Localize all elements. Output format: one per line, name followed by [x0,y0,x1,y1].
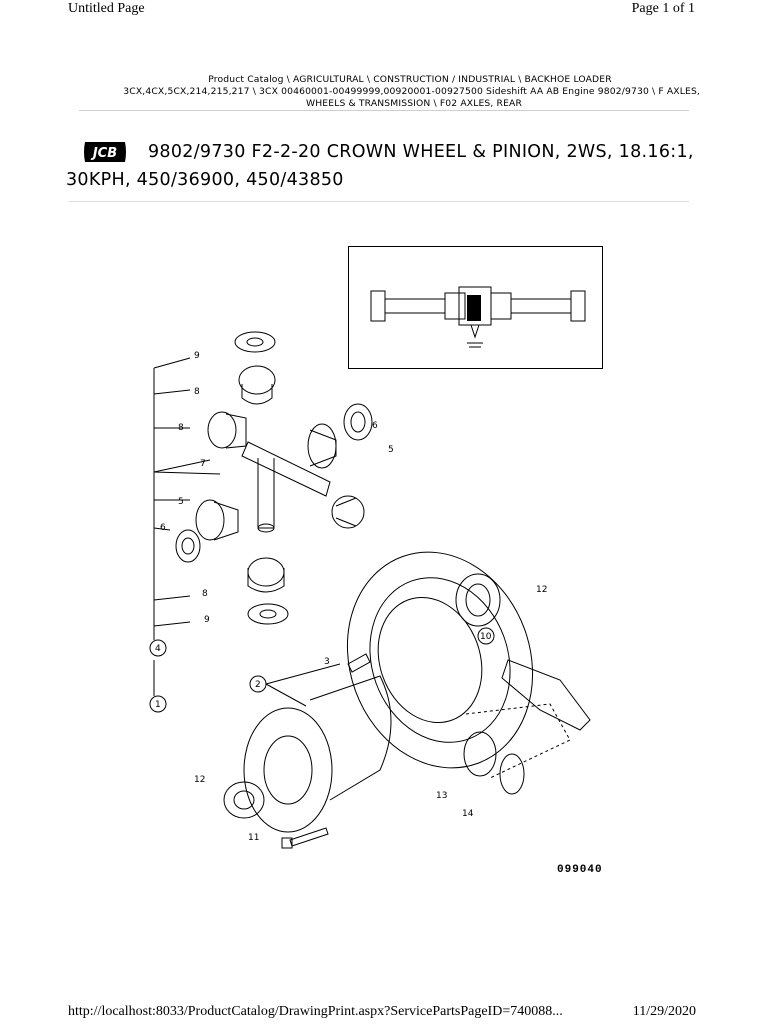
divider-top [79,110,689,111]
callout-6a: 6 [372,421,378,431]
callout-6b: 6 [160,523,166,533]
callout-8c: 8 [202,589,208,599]
callout-4: 4 [155,644,161,654]
window-title: Untitled Page [68,1,145,16]
callout-7: 7 [200,459,206,469]
callout-9b: 9 [204,615,210,625]
callout-1: 1 [155,700,161,710]
breadcrumb-line-3: WHEELS & TRANSMISSION \ F02 AXLES, REAR [306,98,522,109]
page-indicator: Page 1 of 1 [631,1,695,16]
callout-9a: 9 [194,351,200,361]
footer-date: 11/29/2020 [632,1004,696,1019]
callout-12b: 12 [194,775,205,785]
jcb-logo: JCB [84,142,126,162]
divider-title [69,201,689,202]
callout-8b: 8 [178,423,184,433]
callout-11: 11 [248,833,259,843]
callout-13: 13 [436,791,447,801]
callout-5b: 5 [388,445,394,455]
callout-8a: 8 [194,387,200,397]
footer-url: http://localhost:8033/ProductCatalog/Dra… [68,1004,563,1019]
breadcrumb-line-2: 3CX,4CX,5CX,214,215,217 \ 3CX 00460001-0… [123,86,700,97]
callout-2: 2 [255,680,261,690]
axle-location-inset [348,246,603,369]
callout-5a: 5 [178,497,184,507]
drawing-number: 099040 [557,864,603,876]
jcb-logo-text: JCB [90,146,117,161]
exploded-parts-diagram: 9 8 8 7 5 6 6 5 8 9 4 3 2 1 12 10 12 11 … [149,331,591,849]
callout-14: 14 [462,809,474,819]
callout-12a: 12 [536,585,547,595]
breadcrumb-line-1: Product Catalog \ AGRICULTURAL \ CONSTRU… [208,74,612,85]
page-title: 9802/9730 F2-2-20 CROWN WHEEL & PINION, … [66,142,694,190]
callout-3: 3 [324,657,330,667]
breadcrumb: Product Catalog \ AGRICULTURAL \ CONSTRU… [60,74,700,110]
callout-10: 10 [480,632,492,642]
